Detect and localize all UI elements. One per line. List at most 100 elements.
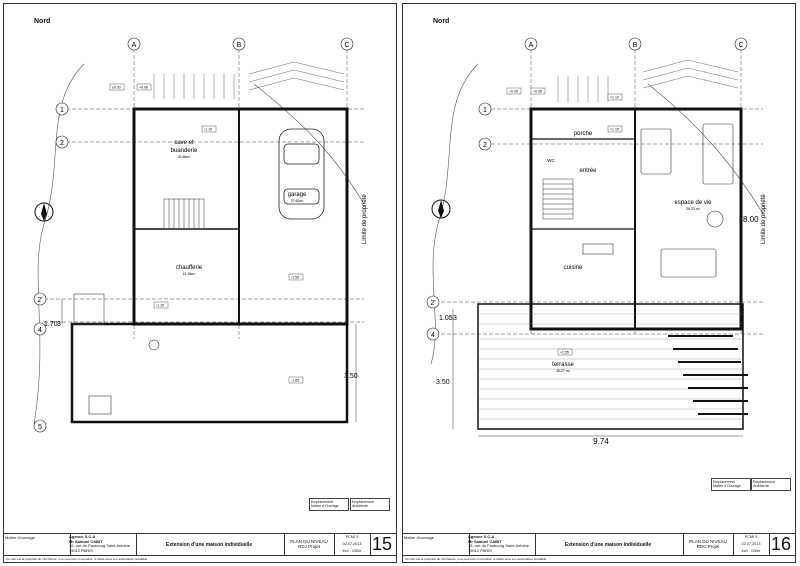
room-cave-label: cave et [174,140,194,146]
room-cuisine-label: cuisine [564,265,583,271]
terrain-line [253,83,365,205]
north-label: Nord [34,18,51,25]
room-chaufferie-area: 15.36m² [183,272,197,276]
level-tag: -1.65 [291,379,299,383]
grid-bubble-c [340,37,354,51]
level-tag: +1.15 [610,128,619,132]
tb-date: 02.07.2013 [741,542,761,546]
tb-plan-title: PLAN DU NIVEAU [689,539,727,544]
room-cave-area: 30.66m² [178,155,192,159]
grid-label-c: C [738,42,743,49]
tb-plan-title: PLAN DU NIVEAU [290,539,328,544]
grid-label-1: 1 [483,107,487,114]
grid-label-a: A [132,42,137,49]
roof-hatch [153,61,345,99]
stamp-line: Maître d'Ouvrage [713,484,741,489]
grid-bubble-c [734,37,748,51]
level-tag: +0.08 [139,86,148,90]
tb-scale: éch : 1/50e [342,549,362,553]
roof-hatch [557,59,739,102]
tb-page-number: 15 [372,534,393,554]
tb-project: Extension d'une maison individuelle [134,534,285,556]
grid-label-b: B [633,42,638,49]
tb-date: 02.07.2013 [342,542,362,546]
tb-person: Mr Samuel CABIT [69,538,103,544]
tb-agency-name: Agence S.C.A [69,534,96,539]
grid-bubble-b [628,37,642,51]
level-tag: +1.55 [560,351,569,355]
tb-city: 75012 PARIS [468,547,492,553]
grid-label-3: 3 [453,315,457,322]
room-porche-label: porche [574,131,593,137]
tb-client-label: Maître d'ouvrage [5,535,35,540]
tb-code: PCMI 5 [345,535,359,539]
tb-address: 76, rue du Faubourg Saint Antoine [468,543,529,548]
stamp-line: Architecte [753,484,769,489]
grid-label-c: C [344,42,349,49]
level-tag: ±0.00 [112,86,121,90]
staircase [163,198,205,230]
tank-icon [88,395,112,415]
grid-bubble-2 [478,137,492,151]
grid-bubble-a [524,37,538,51]
title-block: Maître d'ouvrage Agence S.C.A Mr Samuel … [403,533,795,562]
grid-bubble-4 [33,322,47,336]
stamp-client: Emplacement Maître d'Ouvrage [309,498,349,511]
tb-plan: PLAN DU NIVEAU RDJ Projet [284,534,335,556]
stamp-line: Maître d'Ouvrage [311,504,339,509]
grid-label-4: 4 [431,332,435,339]
terrace-decking [478,313,743,420]
tb-person: Mr Samuel CABIT [468,538,502,544]
north-arrow-icon [34,202,54,222]
tb-page-number: 16 [771,534,792,554]
tb-meta: PCMI 5 02.07.2013 éch : 1/50e [334,534,371,556]
tb-agency-name: Agence S.C.A [468,534,495,539]
grid-label-1: 1 [60,107,64,114]
terrain-line [33,63,85,425]
room-garage-area: 37.60m² [291,199,305,203]
tb-footer: Ce plan est la propriété de l'Architecte… [403,555,795,562]
ground-floor-plan-drawing: A B C 1 2 2' 3 4 porche WC entrée espace… [426,37,767,446]
grid-label-2: 2 [483,142,487,149]
tb-code: PCMI 5 [744,535,758,539]
stamp-line: Architecte [352,504,368,509]
room-espace-area: 29.23 m² [686,207,701,211]
tb-scale: éch : 1/50e [741,549,761,553]
level-tag: -1.55 [291,276,299,280]
exterior-wall [132,107,349,326]
stamp-line: Emplacement [311,500,333,504]
north-label: Nord [433,18,450,25]
grid-label-3: 3 [57,321,61,328]
title-block: Maître d'ouvrage Agence S.C.A Mr Samuel … [4,533,396,562]
tb-agency: Agence S.C.A Mr Samuel CABIT 76, rue du … [467,534,536,556]
grid-label-2: 2 [60,140,64,147]
level-tag: -1.10 [204,128,212,132]
grid-label-5: 5 [38,424,42,431]
grid-bubble-2p [426,295,440,309]
dimension-small: 1.05 [439,315,453,322]
grid-label-a: A [529,42,534,49]
grid-bubble-2 [55,135,69,149]
level-tag: +0.00 [509,90,518,94]
tb-footer: Ce plan est la propriété de l'Architecte… [4,555,396,562]
room-entree-label: entrée [579,168,597,174]
property-limit-label: Limite de propriété [761,194,767,244]
grid-bubble-5 [33,419,47,433]
grid-bubble-a [127,37,141,51]
stamp-client: Emplacement Maître d'Ouvrage [711,478,751,491]
furniture [582,123,734,278]
staircase [542,178,574,220]
grid-bubble-1 [478,102,492,116]
sheet-ground-floor-plan: A B C 1 2 2' 3 4 porche WC entrée espace… [402,3,796,563]
tb-plan: PLAN DU NIVEAU RDC Projet [683,534,734,556]
room-wc-label: WC [547,158,555,163]
tb-client: Maître d'ouvrage [403,534,470,556]
tb-client-label: Maître d'ouvrage [404,535,434,540]
room-chaufferie-label: chaufferie [176,265,203,271]
terrace-steps [668,335,748,415]
tb-project: Extension d'une maison individuelle [533,534,684,556]
tb-client: Maître d'ouvrage [4,534,71,556]
light-well [73,293,105,325]
tb-address: 76, rue du Faubourg Saint Antoine [69,543,130,548]
stamp-architect: Emplacement Architecte [350,498,390,511]
